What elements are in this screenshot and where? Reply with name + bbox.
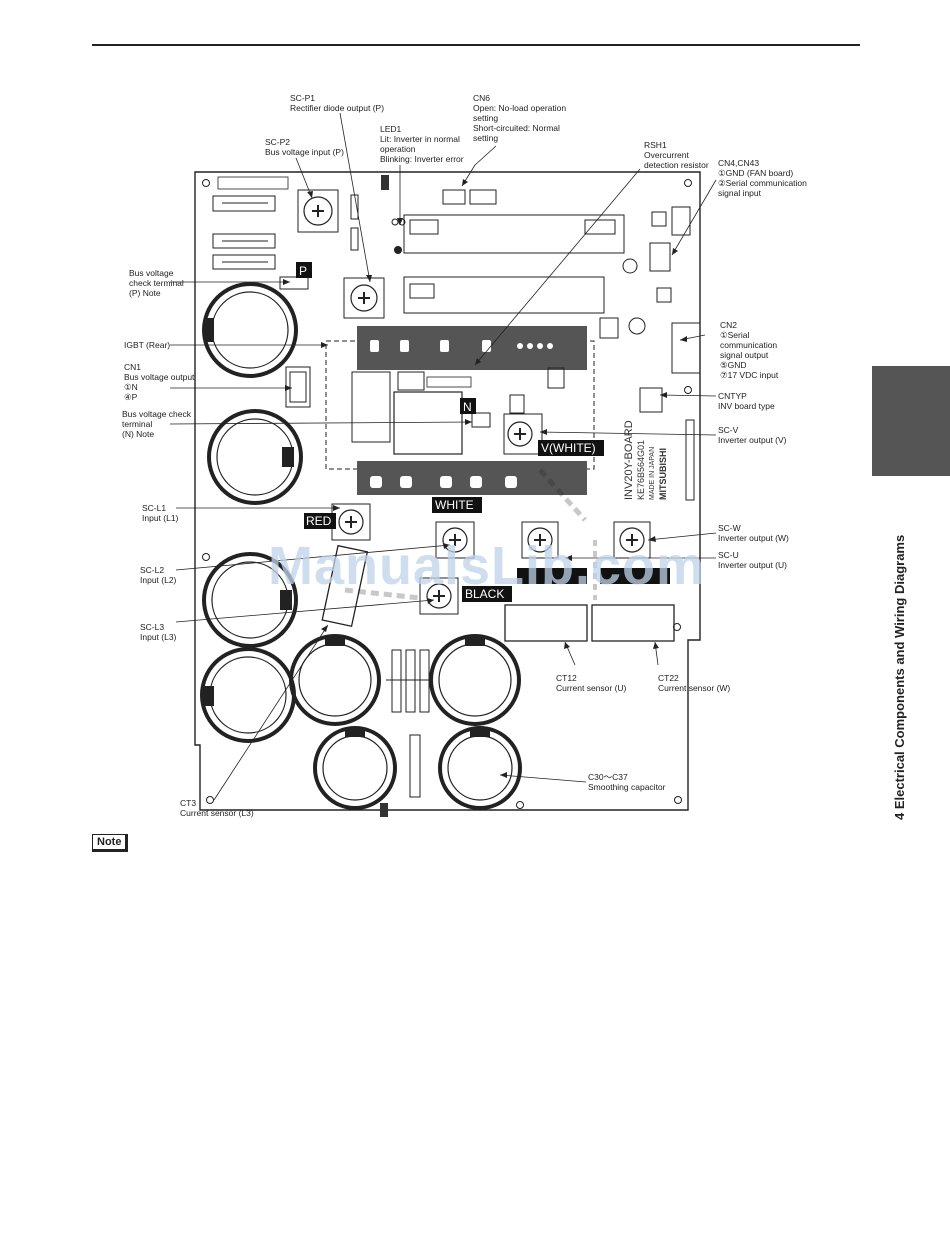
chapter-title: 4 Electrical Components and Wiring Diagr… bbox=[892, 534, 907, 820]
board-part-text: KE76B564G01 bbox=[636, 440, 646, 500]
terminal-sc-u bbox=[521, 521, 559, 559]
chapter-tab bbox=[872, 366, 950, 476]
terminal-sc-l3 bbox=[419, 577, 459, 615]
label-ct22: CT22 Current sensor (W) bbox=[658, 673, 731, 693]
tag-red: RED bbox=[304, 513, 336, 529]
tag-white: WHITE bbox=[432, 497, 482, 513]
header-rule bbox=[92, 44, 860, 46]
tag-n: N bbox=[460, 398, 476, 414]
svg-text:V(WHITE): V(WHITE) bbox=[541, 441, 596, 455]
ct12-sensor bbox=[504, 604, 588, 642]
capacitor-left-1 bbox=[202, 282, 298, 378]
capacitor-bottom-1 bbox=[289, 634, 381, 726]
label-sc-p2: SC-P2 Bus voltage input (P) bbox=[265, 137, 344, 157]
terminal-sc-l1 bbox=[331, 503, 371, 541]
label-ct3: CT3 Current sensor (L3) bbox=[180, 798, 254, 818]
ct3-sensor bbox=[321, 544, 369, 628]
label-bus-voltage-p: Bus voltage check terminal (P) Note bbox=[129, 268, 184, 298]
capacitor-bottom-4 bbox=[438, 726, 522, 810]
terminal-sc-p1 bbox=[343, 277, 385, 319]
capacitor-left-2 bbox=[207, 409, 303, 505]
mounting-holes bbox=[202, 179, 692, 809]
board-maker-text: MITSUBISHI bbox=[658, 448, 668, 500]
heatsink-top bbox=[357, 326, 587, 370]
terminal-sc-v bbox=[503, 413, 543, 455]
capacitor-bottom-3 bbox=[313, 726, 397, 810]
label-sc-u: SC-U Inverter output (U) bbox=[718, 550, 787, 570]
label-sc-l3: SC-L3 Input (L3) bbox=[140, 622, 177, 642]
label-igbt: IGBT (Rear) bbox=[124, 340, 171, 350]
label-sc-l2: SC-L2 Input (L2) bbox=[140, 565, 177, 585]
svg-text:WHITE: WHITE bbox=[435, 498, 474, 512]
capacitor-left-4 bbox=[200, 647, 296, 743]
label-rsh1: RSH1 Overcurrent detection resistor bbox=[644, 140, 709, 170]
note-heading: Note bbox=[92, 834, 129, 852]
label-cn2: CN2 ①Serial communication signal output … bbox=[720, 320, 779, 380]
label-sc-v: SC-V Inverter output (V) bbox=[718, 425, 787, 445]
terminal-sc-l2 bbox=[435, 521, 475, 559]
tag-black: BLACK bbox=[462, 586, 512, 602]
svg-text:P: P bbox=[299, 264, 307, 278]
watermark: ManualsLib.com bbox=[268, 536, 706, 596]
label-sc-l1: SC-L1 Input (L1) bbox=[142, 503, 179, 523]
label-cn4-cn43: CN4,CN43 ①GND (FAN board) ②Serial commun… bbox=[718, 158, 807, 198]
label-bus-voltage-n: Bus voltage check terminal (N) Note bbox=[122, 409, 191, 439]
capacitor-left-3 bbox=[202, 552, 298, 648]
ct22-sensor bbox=[591, 604, 675, 642]
resistors-left bbox=[212, 195, 276, 270]
svg-text:N: N bbox=[463, 400, 472, 414]
terminal-sc-p2 bbox=[297, 189, 339, 233]
capacitor-bottom-2 bbox=[429, 634, 521, 726]
label-sc-p1: SC-P1 Rectifier diode output (P) bbox=[290, 93, 385, 113]
label-cn6: CN6 Open: No-load operation setting Shor… bbox=[473, 93, 567, 143]
label-ct12: CT12 Current sensor (U) bbox=[556, 673, 627, 693]
label-led1: LED1 Lit: Inverter in normal operation B… bbox=[380, 124, 464, 164]
label-cn1: CN1 Bus voltage output ①N ④P bbox=[124, 362, 195, 402]
svg-text:BLACK: BLACK bbox=[465, 587, 504, 601]
board-made-text: MADE IN JAPAN bbox=[649, 447, 656, 500]
label-cntyp: CNTYP INV board type bbox=[718, 391, 775, 411]
svg-text:RED: RED bbox=[306, 514, 332, 528]
tag-v-white: V(WHITE) bbox=[538, 440, 604, 456]
label-sc-w: SC-W Inverter output (W) bbox=[718, 523, 789, 543]
board-model-text: INV20Y-BOARD bbox=[623, 420, 635, 500]
label-c30-c37: C30～C37 Smoothing capacitor bbox=[588, 772, 666, 792]
tag-p: P bbox=[296, 262, 312, 278]
